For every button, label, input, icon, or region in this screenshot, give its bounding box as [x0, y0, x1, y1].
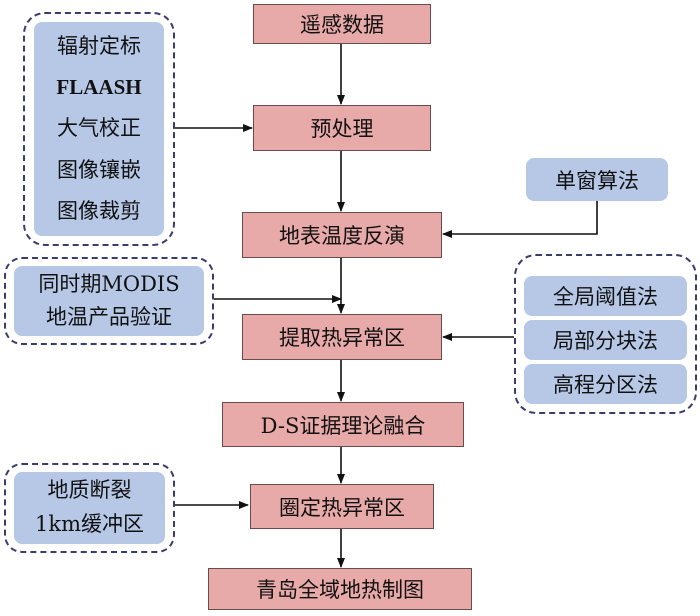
validation-line-modis: 同时期MODIS: [38, 271, 180, 296]
preprocessing-steps-group: [23, 12, 175, 246]
step-radiometric-calibration: 辐射定标: [57, 34, 141, 58]
remote-sensing-data-box: 遥感数据: [253, 4, 431, 44]
validation-panel: 同时期MODIS 地温产品验证: [14, 266, 204, 336]
step-flaash: FLAASH: [56, 75, 142, 100]
step-atmospheric-correction: 大气校正: [57, 116, 141, 141]
step-image-clip: 图像裁剪: [57, 198, 141, 223]
lst-inversion-box: 地表温度反演: [242, 212, 442, 258]
preprocessing-steps-panel: 辐射定标 FLAASH 大气校正 图像镶嵌 图像裁剪: [34, 22, 164, 236]
step-image-mosaic: 图像镶嵌: [57, 157, 141, 182]
arrow-single-window: [442, 201, 598, 238]
geology-constraint-group: [4, 463, 175, 553]
method-global-threshold: 全局阈值法: [524, 276, 687, 316]
validation-line-product: 地温产品验证: [46, 304, 172, 329]
extract-anomaly-box: 提取热异常区: [242, 314, 442, 360]
validation-group: [4, 257, 214, 345]
delineate-anomaly-box: 圈定热异常区: [250, 484, 434, 529]
geology-constraint-panel: 地质断裂 1km缓冲区: [14, 472, 165, 544]
extraction-methods-group: [514, 254, 697, 414]
constraint-line-faults: 地质断裂: [47, 478, 132, 503]
geothermal-map-box: 青岛全域地热制图: [208, 568, 472, 610]
preprocessing-box: 预处理: [253, 105, 431, 151]
method-elevation-zoning: 高程分区法: [524, 364, 687, 404]
constraint-line-buffer: 1km缓冲区: [35, 512, 144, 537]
ds-fusion-box: D-S证据理论融合: [222, 402, 464, 447]
method-local-block: 局部分块法: [524, 320, 687, 360]
single-window-algorithm-box: 单窗算法: [526, 158, 668, 201]
